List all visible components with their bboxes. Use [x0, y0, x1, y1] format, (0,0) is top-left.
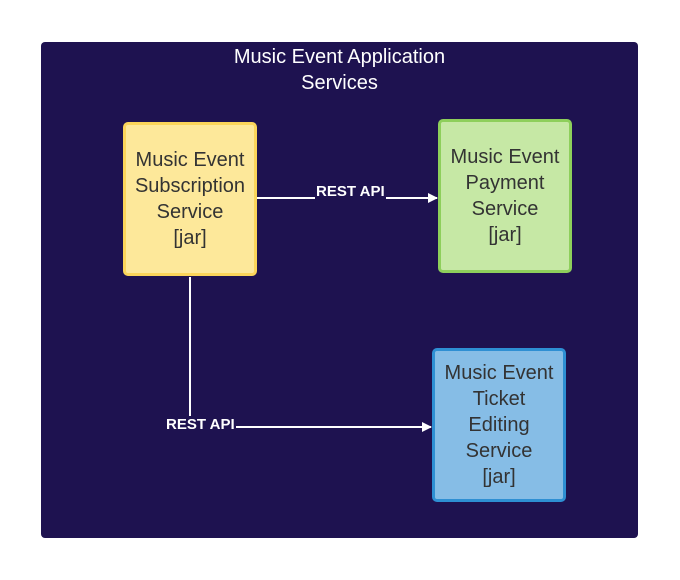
subscription-service-node[interactable]: Music Event Subscription Service [jar] [123, 122, 257, 276]
edge-label-payment: REST API [315, 183, 386, 201]
ticket-editing-service-node[interactable]: Music Event Ticket Editing Service [jar] [432, 348, 566, 502]
edge-subscription-to-ticket [189, 277, 432, 432]
container-title: Music Event Application Services [233, 46, 446, 94]
payment-service-node[interactable]: Music Event Payment Service [jar] [438, 119, 572, 273]
edge-label-ticket: REST API [165, 416, 236, 434]
application-services-container: Music Event Application Services REST AP… [41, 42, 638, 538]
